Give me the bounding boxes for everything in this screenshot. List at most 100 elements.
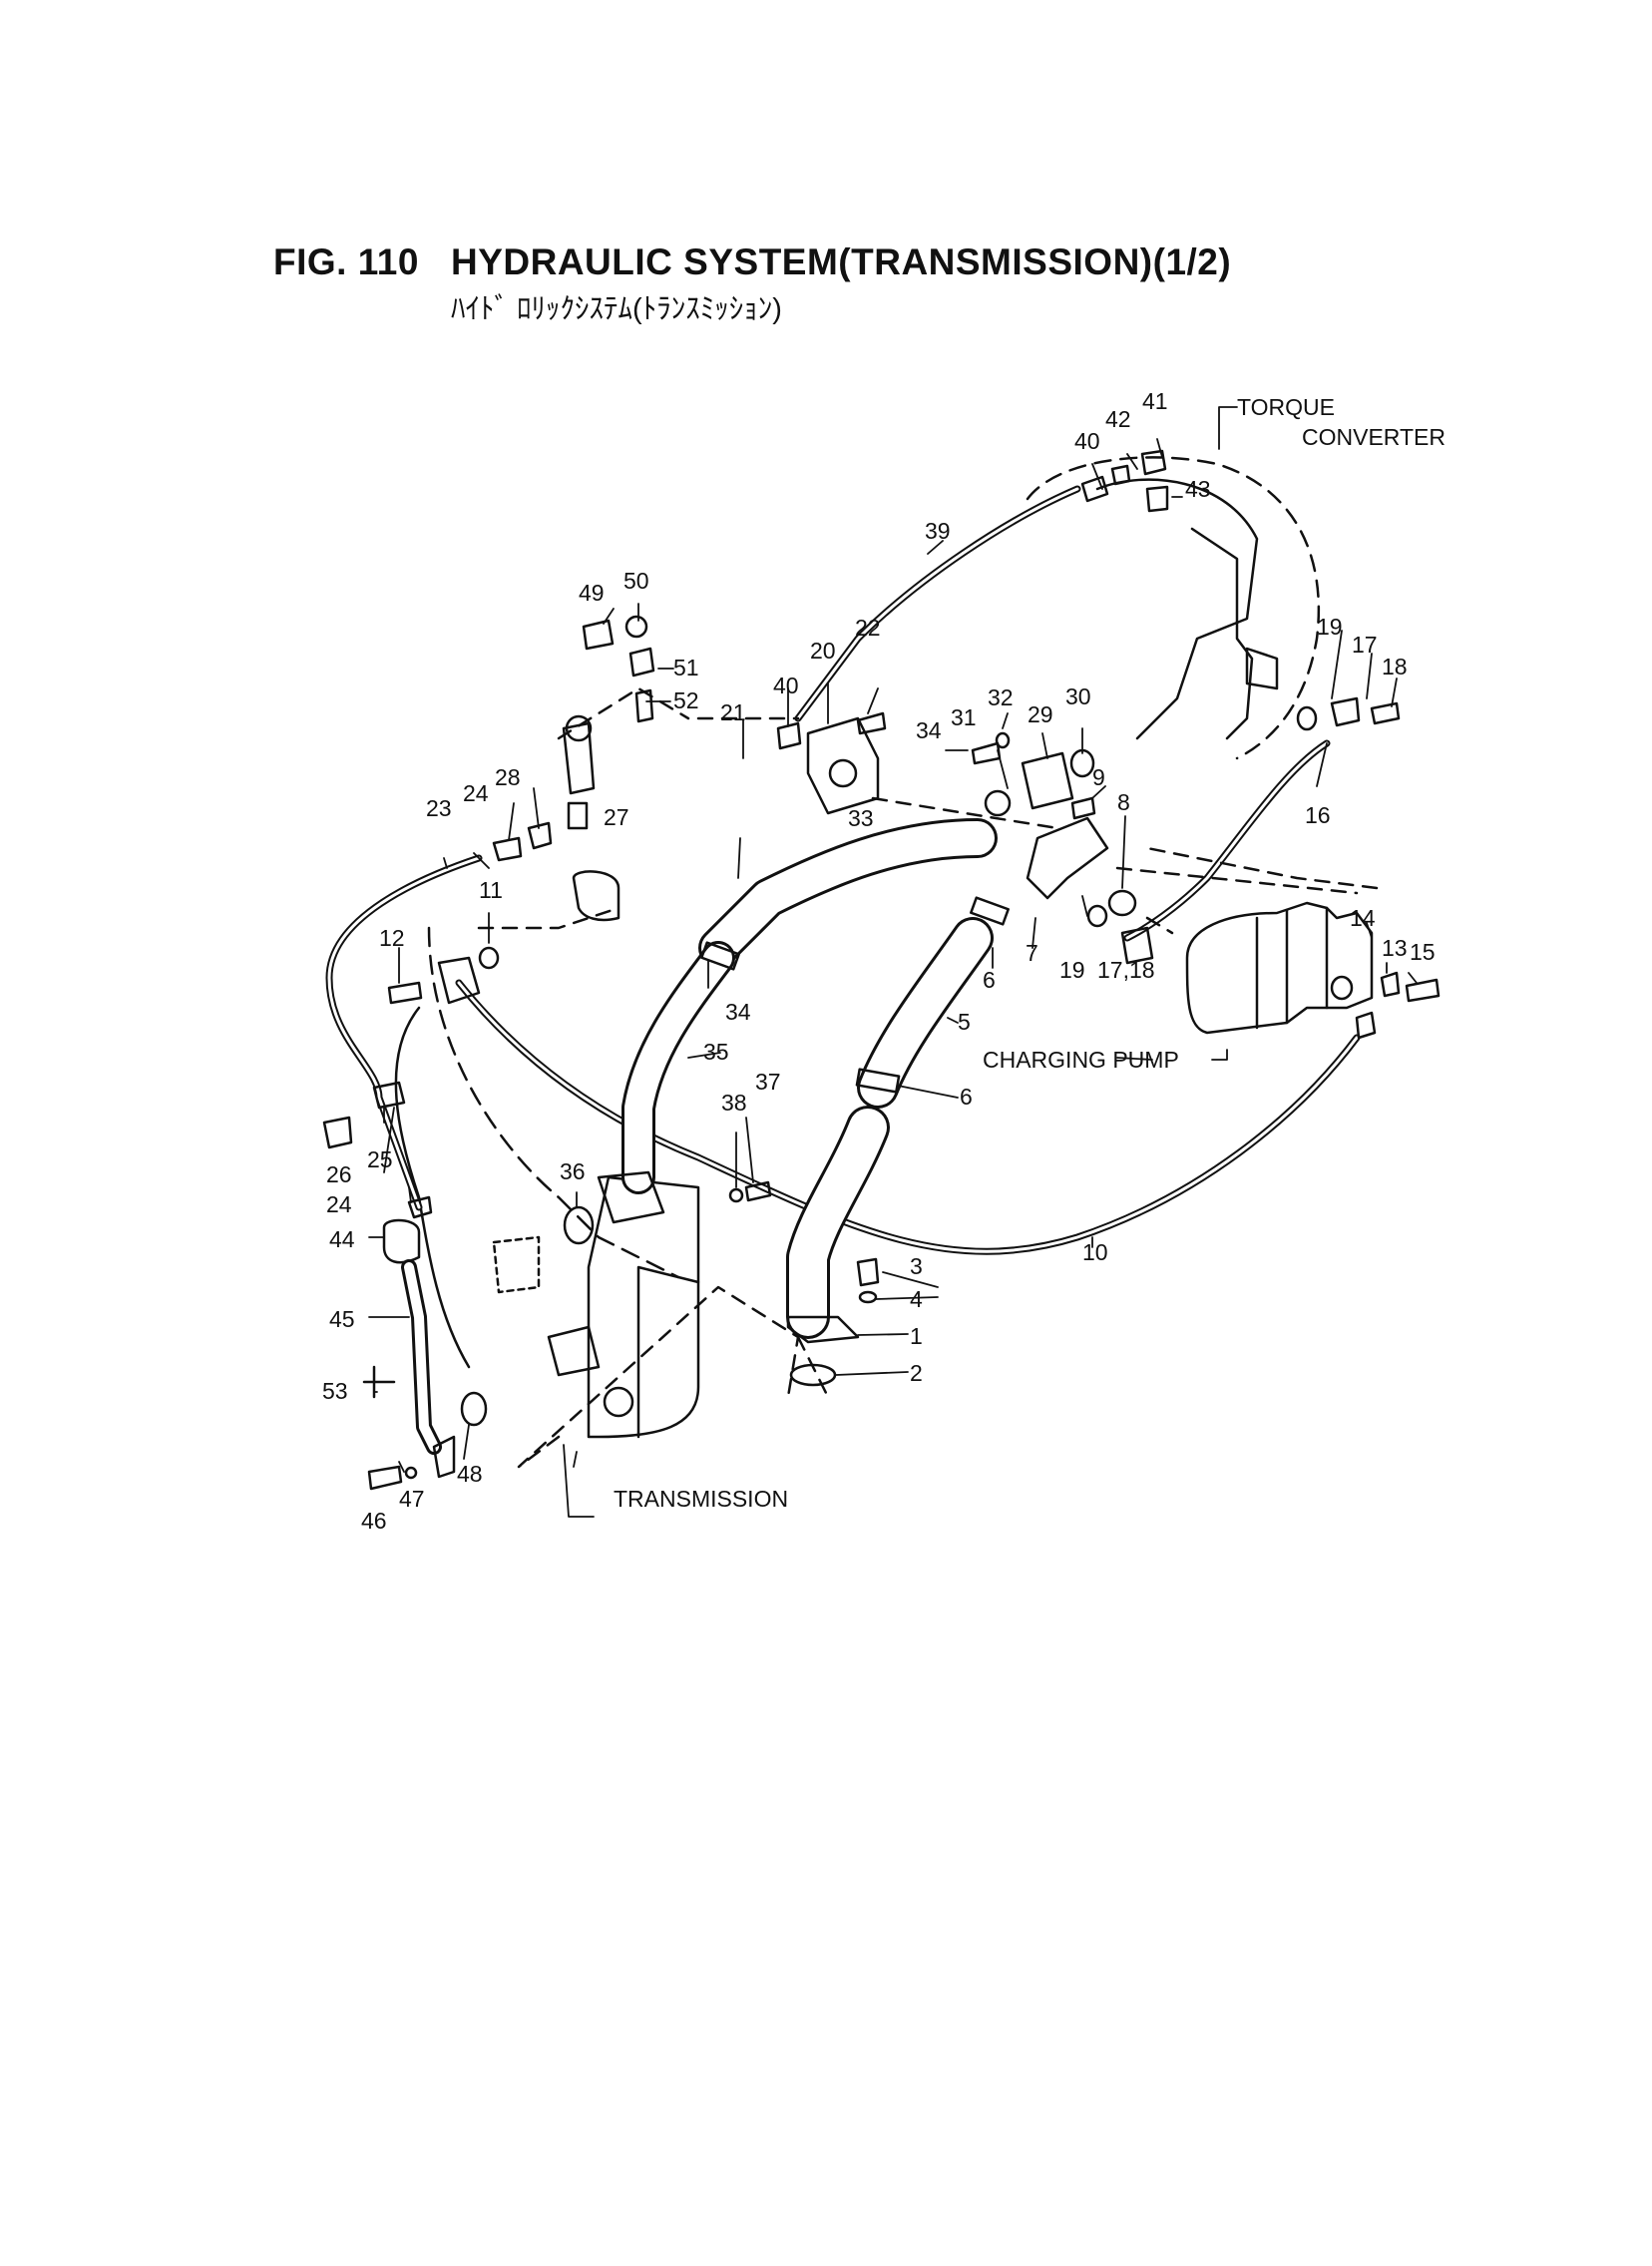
fitting-13	[1380, 971, 1401, 998]
bolt-18	[1370, 701, 1401, 725]
fitting-17-18-lower	[1120, 926, 1154, 965]
plate-near-36	[492, 1235, 541, 1294]
gasket-36	[563, 1205, 595, 1245]
callout-21: 21	[720, 699, 746, 725]
seal-19-upper	[1296, 705, 1318, 731]
suction-pipe-inner	[789, 1109, 887, 1336]
callout-24-upper: 24	[463, 780, 489, 806]
callout-34-upper: 34	[916, 717, 942, 743]
callout-42: 42	[1105, 406, 1131, 432]
callout-33: 33	[848, 805, 874, 831]
callout-3: 3	[910, 1253, 923, 1279]
bolt-37	[744, 1180, 772, 1202]
flange-1	[786, 1315, 860, 1344]
fitting-28	[527, 821, 553, 850]
callout-8: 8	[1117, 789, 1130, 815]
callout-44: 44	[329, 1226, 355, 1252]
callout-20: 20	[810, 638, 836, 664]
bracket-53	[362, 1365, 396, 1399]
bolt-12	[387, 981, 423, 1005]
torque-converter-flange	[1190, 527, 1254, 740]
callout-30: 30	[1065, 683, 1091, 709]
callout-2: 2	[910, 1360, 923, 1386]
callout-6-lower: 6	[960, 1084, 973, 1110]
bolt-31	[971, 741, 1002, 765]
drain-port	[603, 1386, 634, 1418]
callout-51: 51	[673, 655, 699, 680]
fitting-40-upper	[1080, 475, 1109, 503]
callout-40-upper: 40	[1074, 428, 1100, 454]
fitting-24-lower	[407, 1195, 433, 1219]
callout-24-lower: 24	[326, 1191, 352, 1217]
transmission-lower-dashed	[517, 1285, 830, 1469]
hose-33-inner	[701, 821, 995, 965]
fitting-49	[582, 619, 615, 651]
callout-27: 27	[604, 804, 629, 830]
dashed-link-28	[557, 686, 690, 740]
hose-35-inner	[624, 944, 732, 1191]
callout-10: 10	[1082, 1239, 1108, 1265]
elbow-51	[628, 647, 655, 678]
bolt-15	[1405, 978, 1441, 1003]
caption-charging-pump: CHARGING PUMP	[983, 1047, 1179, 1073]
callout-6-upper: 6	[983, 967, 996, 993]
charging-pump-body	[1185, 901, 1374, 1035]
clamp-6-upper	[970, 896, 1010, 926]
bolt-9	[1070, 796, 1096, 820]
cap-50	[624, 615, 648, 639]
dashed-link-12	[477, 906, 620, 930]
hose-10-inner	[457, 981, 1359, 1253]
block-36	[597, 1170, 665, 1224]
callout-22: 22	[855, 615, 881, 641]
pump-dashed-link	[1145, 846, 1379, 890]
seal-19-lower	[1086, 904, 1108, 928]
fitting-40-mid	[776, 721, 802, 750]
callout-43: 43	[1185, 476, 1211, 502]
bolt-46	[367, 1465, 403, 1491]
fitting-16-end	[1355, 1011, 1377, 1040]
transmission-body-left	[394, 1006, 471, 1369]
callout-4: 4	[910, 1286, 923, 1312]
bolt-3	[856, 1257, 880, 1287]
elbow-7	[1026, 816, 1109, 900]
callout-50: 50	[623, 568, 649, 594]
callout-7: 7	[1026, 940, 1038, 966]
hose-39-inner	[796, 487, 1079, 720]
callout-49: 49	[579, 580, 605, 606]
fitting-near-12	[437, 956, 481, 1005]
callout-45: 45	[329, 1306, 355, 1332]
callout-32: 32	[988, 684, 1014, 710]
callout-15: 15	[1410, 939, 1436, 965]
washer-32	[995, 731, 1011, 749]
bolt-26	[322, 1116, 353, 1149]
callout-12: 12	[379, 925, 405, 951]
bolt-22	[856, 711, 887, 735]
hose-23-inner	[327, 856, 481, 1209]
callout-17-18: 17,18	[1097, 957, 1155, 983]
callout-39: 39	[925, 518, 951, 544]
fitting-17-upper	[1330, 696, 1361, 727]
figure-title: HYDRAULIC SYSTEM(TRANSMISSION)(1/2)	[451, 241, 1232, 282]
seal-8	[1107, 889, 1137, 917]
callout-37: 37	[755, 1069, 781, 1095]
washer-38	[728, 1187, 744, 1203]
fitting-42	[1110, 464, 1131, 486]
callout-46: 46	[361, 1508, 387, 1534]
callout-23: 23	[426, 795, 452, 821]
callout-25: 25	[367, 1146, 393, 1172]
callout-19-upper: 19	[1317, 614, 1343, 640]
callout-38: 38	[721, 1090, 747, 1116]
clamp-24-upper	[492, 836, 523, 862]
converter-block	[1245, 647, 1279, 690]
figure-subtitle: ﾊｲﾄﾞ ﾛﾘｯｸｼｽﾃﾑ(ﾄﾗﾝｽﾐｯｼｮﾝ)	[451, 293, 782, 325]
block-20-port	[828, 758, 858, 788]
callout-16: 16	[1305, 802, 1331, 828]
adapter-27	[562, 721, 596, 795]
callout-53: 53	[322, 1378, 348, 1404]
clamp-34-upper	[984, 789, 1012, 817]
caption-transmission: TRANSMISSION	[614, 1486, 788, 1512]
callout-35: 35	[703, 1039, 729, 1065]
callout-group: 1 2 3 4 5 6 6 7 8 9 10 11 12 13 14 15 16…	[322, 388, 1436, 1534]
clamp-6-lower	[855, 1068, 901, 1094]
transmission-housing-dashed	[427, 926, 680, 1279]
